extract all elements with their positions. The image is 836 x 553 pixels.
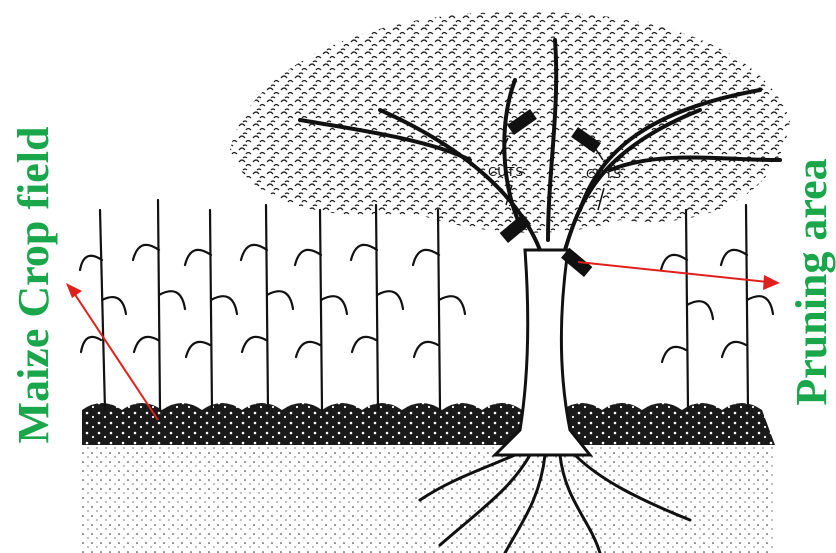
soil-ridge <box>82 403 775 445</box>
maize-plants-left <box>80 200 465 410</box>
arrow-to-maize-field <box>72 290 158 420</box>
arrow-up-left-icon <box>66 283 82 298</box>
maize-plant <box>185 210 237 410</box>
maize-plant <box>351 205 403 410</box>
maize-plant <box>721 205 773 410</box>
maize-plant <box>133 200 185 410</box>
arrow-right-icon <box>763 275 780 290</box>
maize-plant <box>413 210 465 410</box>
pruning-area-label: Pruning area <box>790 158 834 405</box>
pointer-arrows <box>66 262 780 420</box>
maize-plant <box>295 210 347 410</box>
cut-label-left: CUTS <box>488 165 524 179</box>
cut-label-right: CUTS <box>586 167 622 181</box>
maize-plant <box>661 210 713 410</box>
maize-plant <box>80 210 126 410</box>
maize-plant <box>241 205 293 410</box>
arrow-to-pruning-area <box>578 262 768 282</box>
maize-crop-field-label: Maize Crop field <box>12 127 56 444</box>
maize-plants-right <box>661 205 773 410</box>
